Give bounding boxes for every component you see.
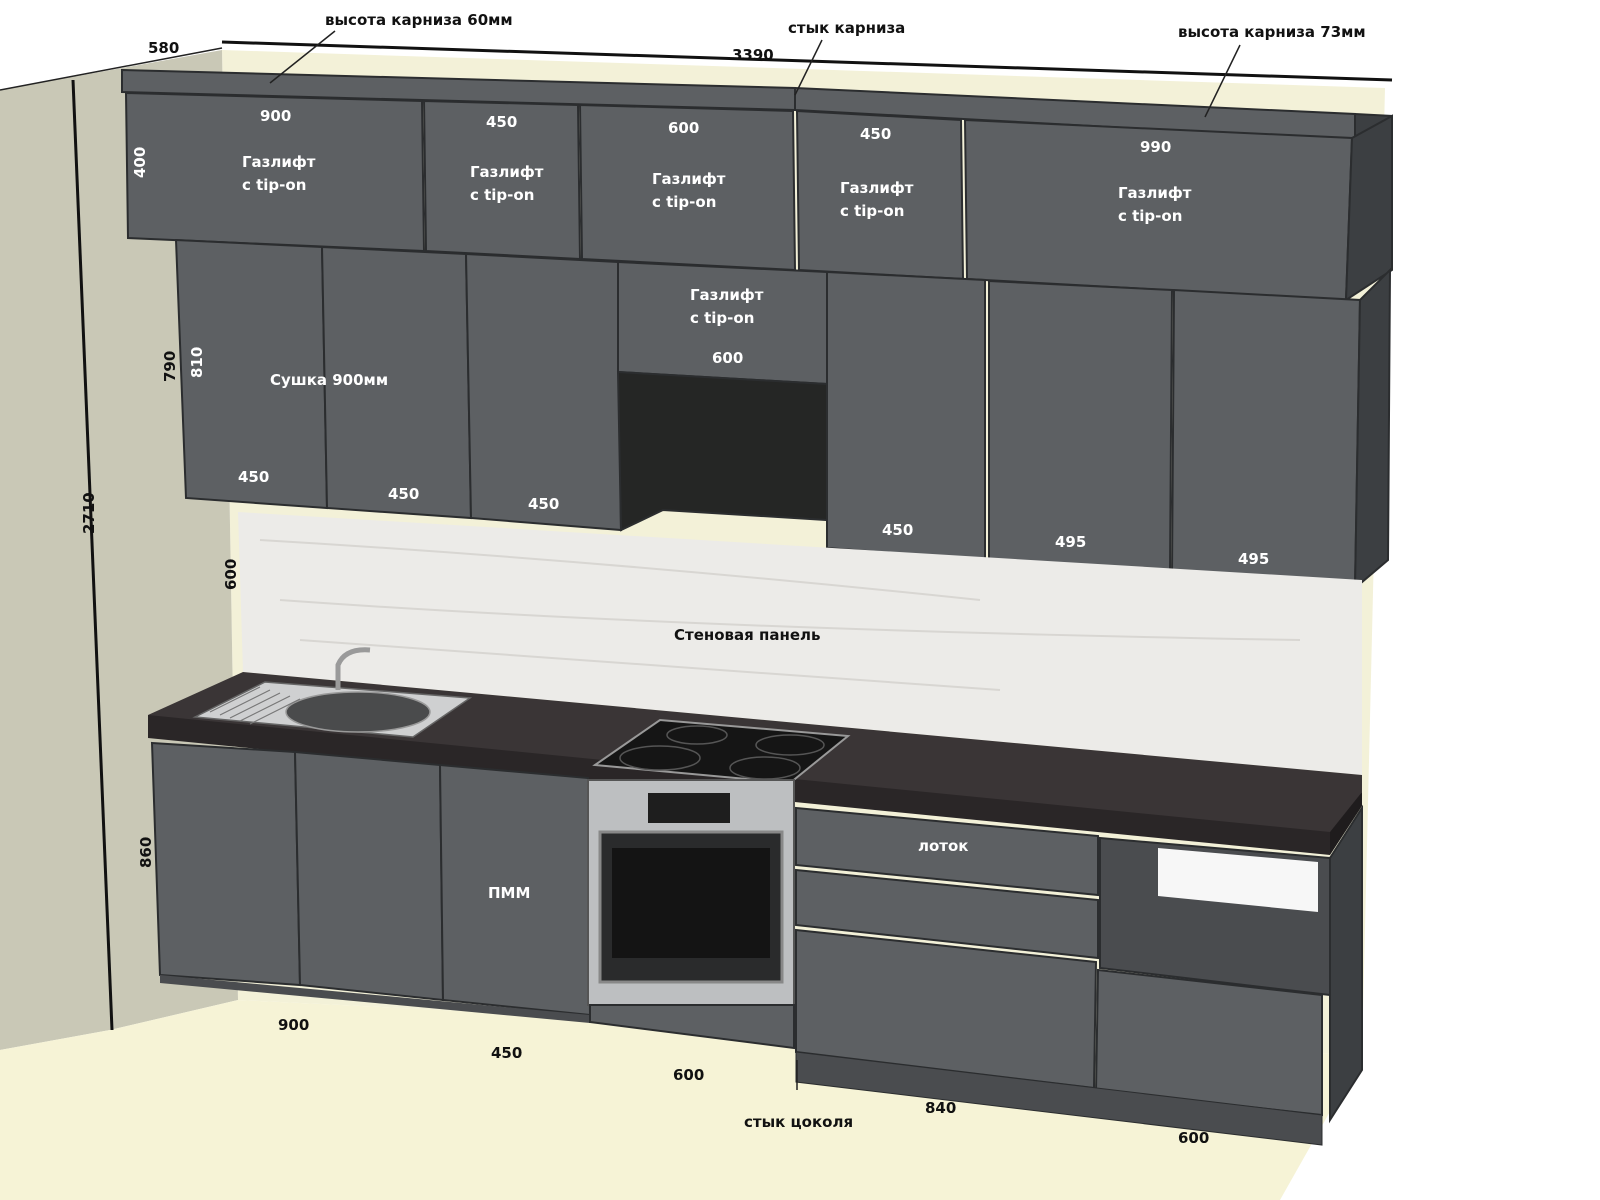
middle-width-1: 450 (238, 468, 269, 486)
wall-panel (238, 512, 1362, 775)
middle-height-inner: 810 (188, 347, 206, 378)
lift-label-1b: с tip-on (242, 176, 306, 194)
cooktop-burner-3 (666, 725, 728, 745)
base-width-4: 840 (925, 1099, 956, 1117)
dishwasher-label: ПММ (488, 884, 530, 902)
middle-row-side (1353, 267, 1392, 591)
overall-height: 2710 (80, 492, 98, 534)
oven-window (612, 848, 770, 958)
leader-cornice-right (1204, 44, 1241, 118)
middle-width-5: 495 (1055, 533, 1086, 551)
base-width-1: 900 (278, 1016, 309, 1034)
overall-width: 3390 (732, 46, 774, 64)
oven-panel (648, 793, 730, 823)
callout-cornice-right: высота карниза 73мм (1178, 23, 1366, 41)
upper-width-1: 900 (260, 107, 291, 125)
plinth-left (160, 975, 590, 1023)
cooktop-burner-1 (619, 745, 701, 771)
plinth-right (795, 1051, 1323, 1146)
middle-cabinet-5 (988, 279, 1174, 575)
countertop-side (1330, 792, 1362, 855)
hood-width: 600 (712, 349, 743, 367)
drawer-2 (795, 868, 1099, 960)
middle-height-outer: 790 (161, 351, 179, 382)
lift-label-2a: Газлифт (470, 163, 544, 181)
upper-width-5: 990 (1140, 138, 1171, 156)
lift-label-3b: с tip-on (652, 193, 716, 211)
base-height: 860 (137, 837, 155, 868)
leader-cornice-joint (794, 39, 823, 96)
lift-label-hood-b: с tip-on (690, 309, 754, 327)
lift-label-5b: с tip-on (1118, 207, 1182, 225)
height-dimension-line (71, 79, 114, 1031)
tray-label: лоток (918, 837, 968, 855)
leader-cornice-left (269, 30, 336, 84)
lift-label-4a: Газлифт (840, 179, 914, 197)
depth-dimension-line (0, 47, 223, 91)
upper-height: 400 (131, 147, 149, 178)
base-cabinet-1 (150, 741, 302, 987)
upper-row-side (1344, 114, 1393, 302)
backsplash-height: 600 (222, 559, 240, 590)
callout-plinth-joint: стык цоколя (744, 1113, 853, 1131)
lift-label-3a: Газлифт (652, 170, 726, 188)
wall-panel-texture (259, 539, 1301, 691)
base-width-3: 600 (673, 1066, 704, 1084)
base-cabinet-2 (293, 750, 445, 1002)
callout-cornice-joint: стык карниза (788, 19, 905, 37)
dryer-label: Сушка 900мм (270, 371, 388, 389)
faucet-icon (335, 647, 371, 690)
lift-label-5a: Газлифт (1118, 184, 1192, 202)
base-width-5: 600 (1178, 1129, 1209, 1147)
sink-bowl (285, 691, 431, 733)
lift-label-hood-a: Газлифт (690, 286, 764, 304)
drawer-tray (795, 806, 1099, 897)
top-dimension-line (221, 40, 1393, 82)
middle-width-2: 450 (388, 485, 419, 503)
middle-cabinet-3 (464, 252, 623, 532)
oven-cabinet-base (589, 1004, 795, 1050)
lift-label-4b: с tip-on (840, 202, 904, 220)
lift-label-1a: Газлифт (242, 153, 316, 171)
overall-depth: 580 (148, 39, 179, 57)
upper-width-4: 450 (860, 125, 891, 143)
middle-width-4: 450 (882, 521, 913, 539)
base-right-side (1329, 804, 1363, 1124)
upper-width-2: 450 (486, 113, 517, 131)
hood-niche (616, 370, 828, 532)
callout-cornice-left: высота карниза 60мм (325, 11, 513, 29)
middle-width-6: 495 (1238, 550, 1269, 568)
lift-label-2b: с tip-on (470, 186, 534, 204)
sink-drainer (209, 686, 301, 725)
sink (192, 647, 473, 738)
base-width-2: 450 (491, 1044, 522, 1062)
upper-width-3: 600 (668, 119, 699, 137)
open-shelf-opening (1158, 848, 1318, 912)
middle-cabinet-6 (1170, 288, 1362, 590)
cooktop-burner-4 (755, 734, 825, 756)
middle-width-3: 450 (528, 495, 559, 513)
callout-wall-panel: Стеновая панель (674, 626, 821, 644)
middle-cabinet-4 (826, 270, 986, 562)
